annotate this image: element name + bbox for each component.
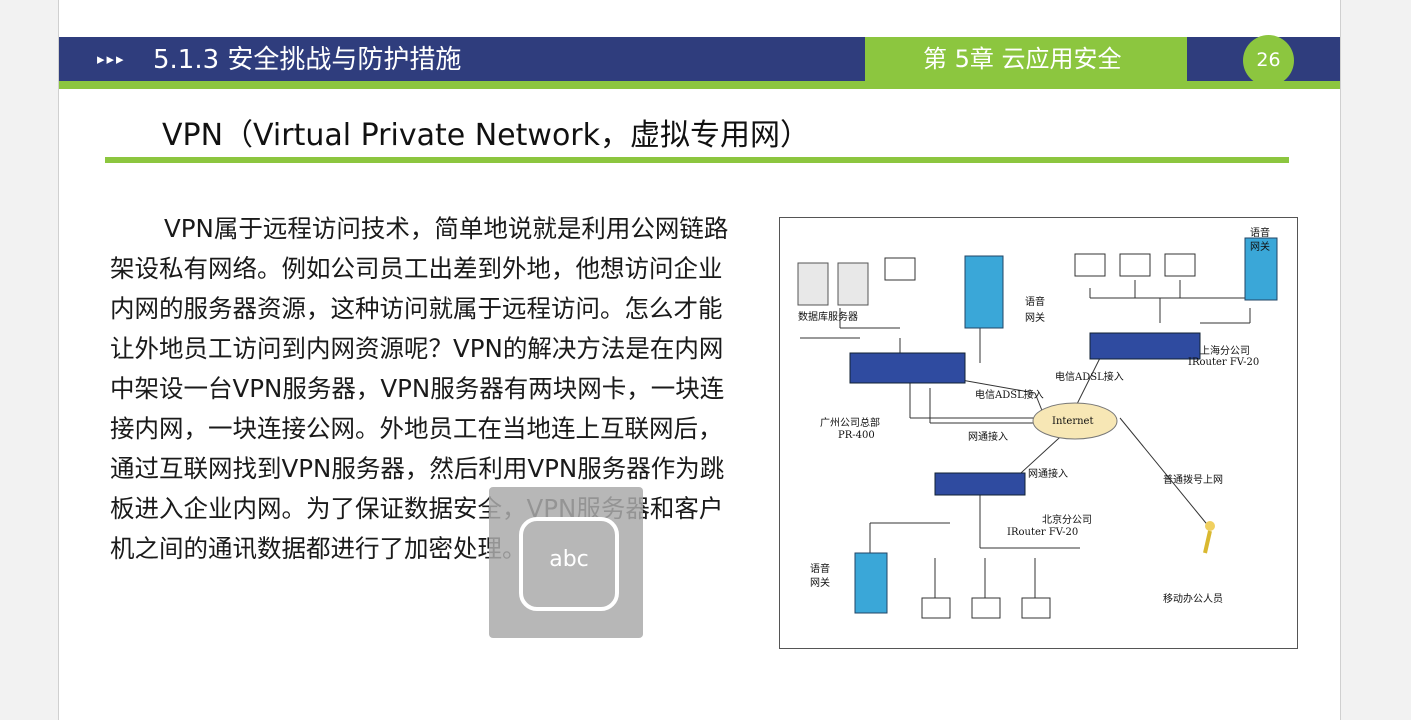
body-paragraph: VPN属于远程访问技术，简单地说就是利用公网链路架设私有网络。例如公司员工出差到… [110,214,729,563]
diagram-canvas [797,237,1278,619]
chapter-title: 第 5章 云应用安全 [923,45,1122,73]
label-beijing-2: IRouter FV-20 [1007,527,1079,538]
abc-label: abc [549,547,589,572]
label-gz-1: 广州公司总部 [820,418,880,429]
label-netcom-2: 网通接入 [1028,469,1068,480]
label-netcom-1: 网通接入 [968,432,1008,443]
label-telecom-adsl-top: 电信ADSL接入 [1055,372,1124,383]
label-voice-gw-2b: 网关 [1250,242,1270,253]
label-dialup: 普通拨号上网 [1163,475,1223,486]
chapter-badge: 第 5章 云应用安全 [865,37,1187,81]
abc-icon: abc [519,517,619,611]
diagram-labels: 数据库服务器 语音 网关 语音 网关 语音 网关 上海分公司 IRouter F… [780,218,1297,648]
label-voice-gw-2: 语音 [1250,228,1270,239]
label-voice-gw-1b: 网关 [1025,313,1045,324]
label-telecom-adsl: 电信ADSL接入 [975,390,1044,401]
label-db-server: 数据库服务器 [798,312,858,323]
label-mobile: 移动办公人员 [1163,594,1223,605]
label-gz-2: PR-400 [838,430,875,441]
page-number: 26 [1243,35,1294,86]
section-title: 5.1.3 安全挑战与防护措施 [153,45,462,75]
slide: ▸▸▸ 5.1.3 安全挑战与防护措施 第 5章 云应用安全 26 VPN（Vi… [58,0,1341,720]
text-recognition-button[interactable]: abc [489,487,643,638]
label-voice-gw-1: 语音 [1025,297,1045,308]
label-shanghai-2: IRouter FV-20 [1188,357,1260,368]
subtitle-underline [105,157,1289,163]
vpn-network-diagram: 数据库服务器 语音 网关 语音 网关 语音 网关 上海分公司 IRouter F… [779,217,1298,649]
label-beijing-1: 北京分公司 [1042,515,1092,526]
triple-arrow-icon: ▸▸▸ [97,50,126,68]
header-accent-line [59,81,1340,89]
label-voice-gw-3: 语音 [810,564,830,575]
label-voice-gw-3b: 网关 [810,578,830,589]
slide-subtitle: VPN（Virtual Private Network，虚拟专用网） [162,118,811,153]
label-shanghai-1: 上海分公司 [1200,346,1250,357]
label-internet: Internet [1052,416,1094,427]
